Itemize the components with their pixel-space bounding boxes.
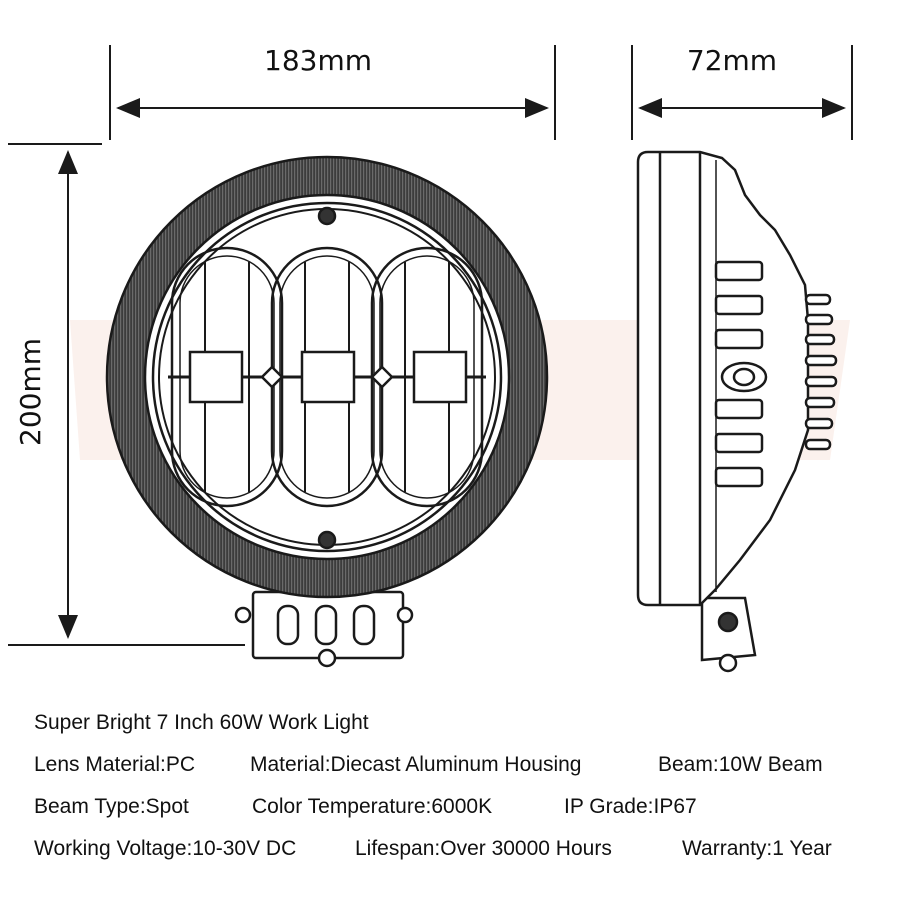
screw-top [317,206,337,226]
front-view [105,155,549,668]
height-dimension [8,143,245,646]
spec-working-voltage: Working Voltage:10-30V DC [34,837,297,860]
spec-list: Super Bright 7 Inch 60W Work Light Lens … [34,702,884,870]
spec-beam: Beam:10W Beam [658,753,823,776]
depth-dimension-label: 72mm [687,44,777,77]
width-dimension [109,45,556,140]
rear-fins [804,293,838,451]
cooling-fins [714,260,768,488]
diamond-connectors [260,365,394,389]
depth-dimension [631,45,853,140]
spec-housing-material: Material:Diecast Aluminum Housing [250,753,582,776]
spec-row-beam: Beam Type:Spot Color Temperature:6000K IP … [34,786,884,828]
side-bracket [700,596,757,673]
spec-title-row: Super Bright 7 Inch 60W Work Light [34,702,884,744]
spec-color-temperature: Color Temperature:6000K [252,795,493,818]
technical-drawing: 183mm 72mm 200mm [8,44,853,673]
spec-lifespan: Lifespan:Over 30000 Hours [355,837,612,860]
side-view [636,150,838,673]
spec-beam-type: Beam Type:Spot [34,795,189,818]
spec-lens-material: Lens Material:PC [34,753,196,776]
width-dimension-label: 183mm [264,44,372,77]
spec-row-power: Working Voltage:10-30V DC Lifespan:Over 3… [34,828,884,870]
spec-warranty: Warranty:1 Year [682,837,832,860]
screw-bottom [317,530,337,550]
spec-title: Super Bright 7 Inch 60W Work Light [34,711,369,734]
led-chips [188,350,468,404]
mounting-bracket [234,590,414,668]
spec-ip-grade: IP Grade:IP67 [564,795,697,818]
height-dimension-label: 200mm [14,338,47,446]
spec-row-materials: Lens Material:PC Material:Diecast Aluminu… [34,744,884,786]
